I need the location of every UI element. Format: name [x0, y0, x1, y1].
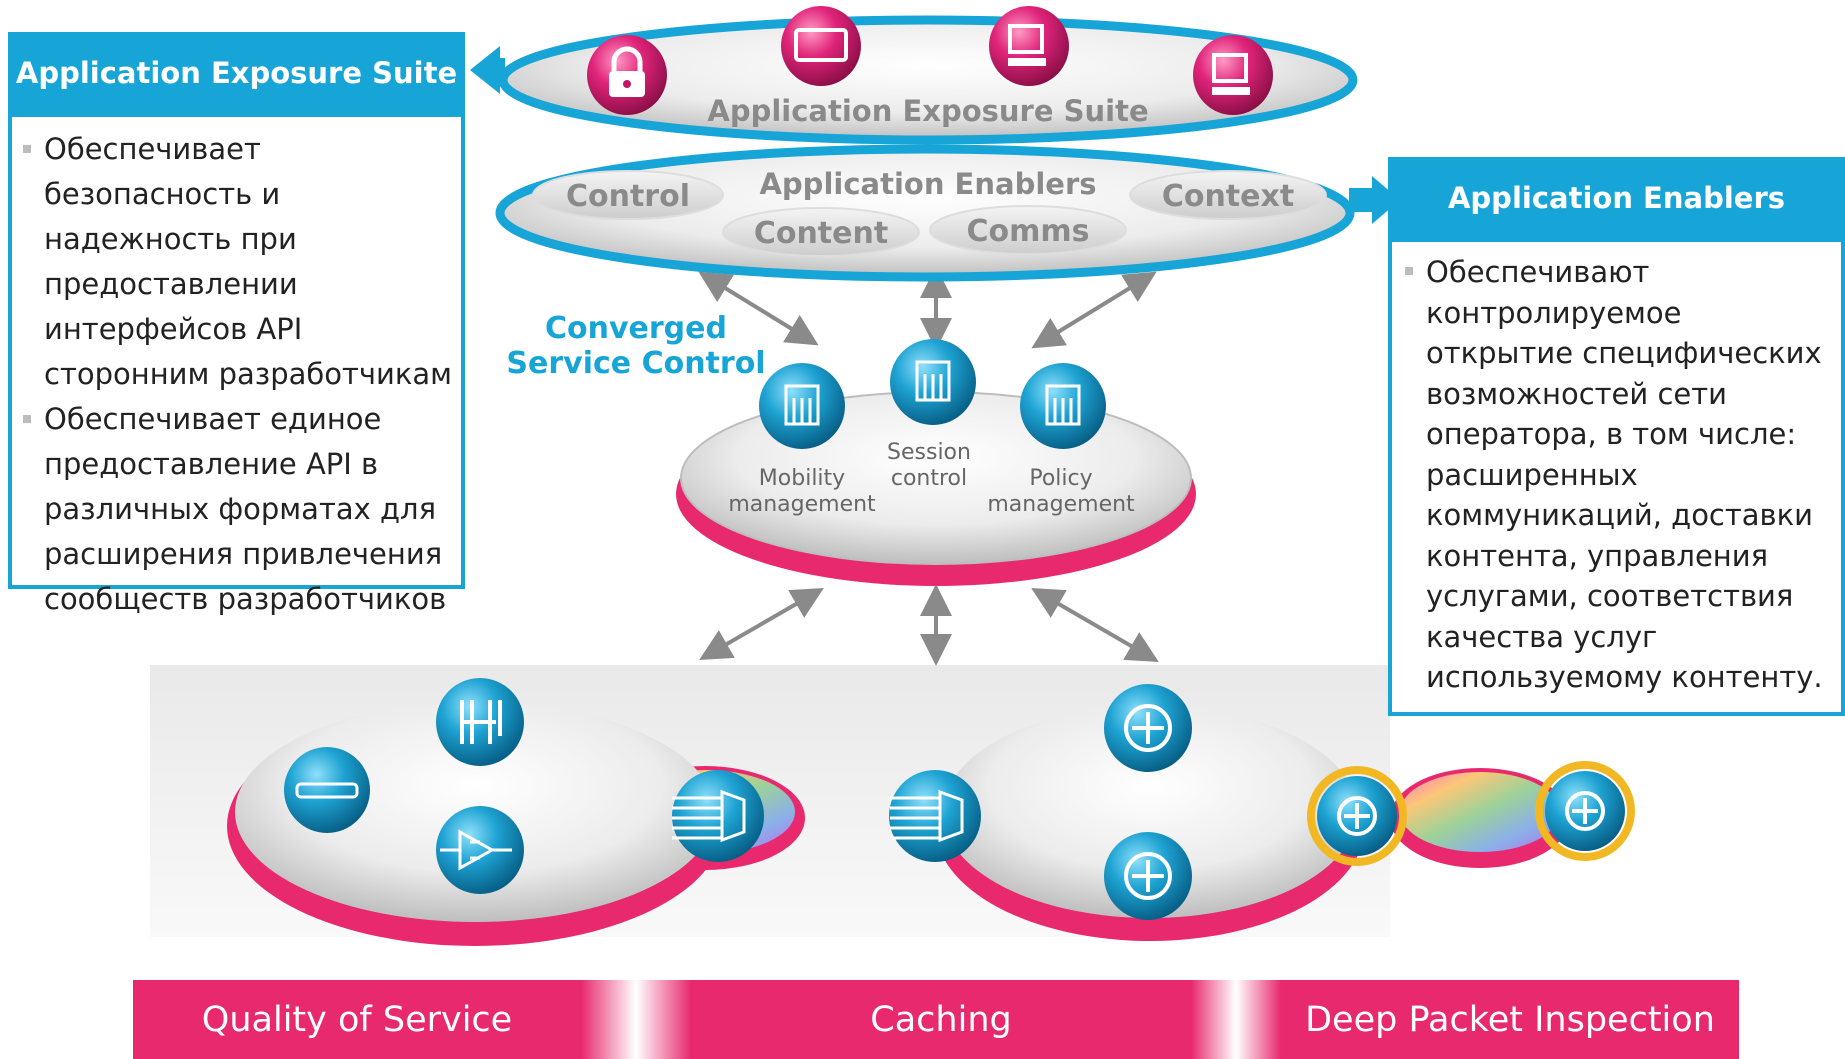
router-icon	[284, 747, 370, 833]
bar-segment-caching: Caching	[691, 980, 1191, 1059]
converged-label: Converged	[545, 311, 727, 346]
node-label: Mobility	[759, 466, 845, 491]
display-icon	[781, 6, 861, 86]
pill-label: Control	[566, 179, 690, 214]
computer-icon	[1193, 35, 1273, 115]
right-panel-title: Application Enablers	[1388, 157, 1845, 238]
converged-label: Service Control	[506, 346, 765, 381]
right-panel-body: Обеспечивают контролируемое открытие спе…	[1388, 238, 1845, 716]
pill-label: Context	[1162, 179, 1294, 214]
mobility-management-icon	[759, 363, 845, 449]
pill-label: Comms	[966, 214, 1089, 249]
bullet-item: Обеспечивают контролируемое открытие спе…	[1399, 252, 1827, 698]
crosshair-node-icon	[1104, 684, 1192, 772]
node-label: control	[891, 466, 967, 491]
left-panel-title: Application Exposure Suite	[8, 32, 465, 113]
bullet-item: Обеспечивает единое предоставление API в…	[17, 397, 453, 622]
session-control-icon	[890, 339, 976, 425]
crosshair-node-icon	[1104, 832, 1192, 920]
policy-management-icon	[1020, 363, 1106, 449]
computer-icon	[989, 6, 1069, 86]
pill-context	[1129, 170, 1327, 220]
bar-separator	[1191, 980, 1281, 1059]
lock-icon	[587, 35, 667, 115]
pill-control	[532, 170, 724, 220]
switch-icon	[672, 770, 764, 862]
dpi-node-icon	[1535, 761, 1635, 861]
node-label: Policy	[1029, 466, 1092, 491]
node-label: management	[728, 492, 876, 517]
connector-arrows	[698, 266, 1159, 666]
enablers-ring	[495, 144, 1400, 282]
exposure-ring	[470, 15, 1358, 145]
enablers-arrow	[1349, 176, 1400, 224]
exposure-ring-label: Application Exposure Suite	[707, 94, 1148, 128]
bar-separator	[581, 980, 691, 1059]
node-label: Session	[887, 440, 971, 465]
antenna-icon	[436, 678, 524, 766]
enablers-ring-label: Application Enablers	[759, 167, 1096, 201]
amplifier-icon	[436, 806, 524, 894]
left-panel-body: Обеспечивает безопасность и надежность п…	[8, 113, 465, 616]
bar-segment-dpi: Deep Packet Inspection	[1281, 980, 1739, 1059]
dpi-node-icon	[1307, 766, 1407, 866]
pill-content	[722, 207, 920, 257]
bullet-item: Обеспечивает безопасность и надежность п…	[17, 127, 453, 397]
pill-label: Content	[754, 216, 888, 251]
switch-icon	[889, 770, 981, 862]
pill-comms	[929, 205, 1127, 255]
bar-segment-qos: Quality of Service	[133, 980, 581, 1059]
node-label: management	[987, 492, 1135, 517]
exposure-arrow	[470, 46, 505, 94]
